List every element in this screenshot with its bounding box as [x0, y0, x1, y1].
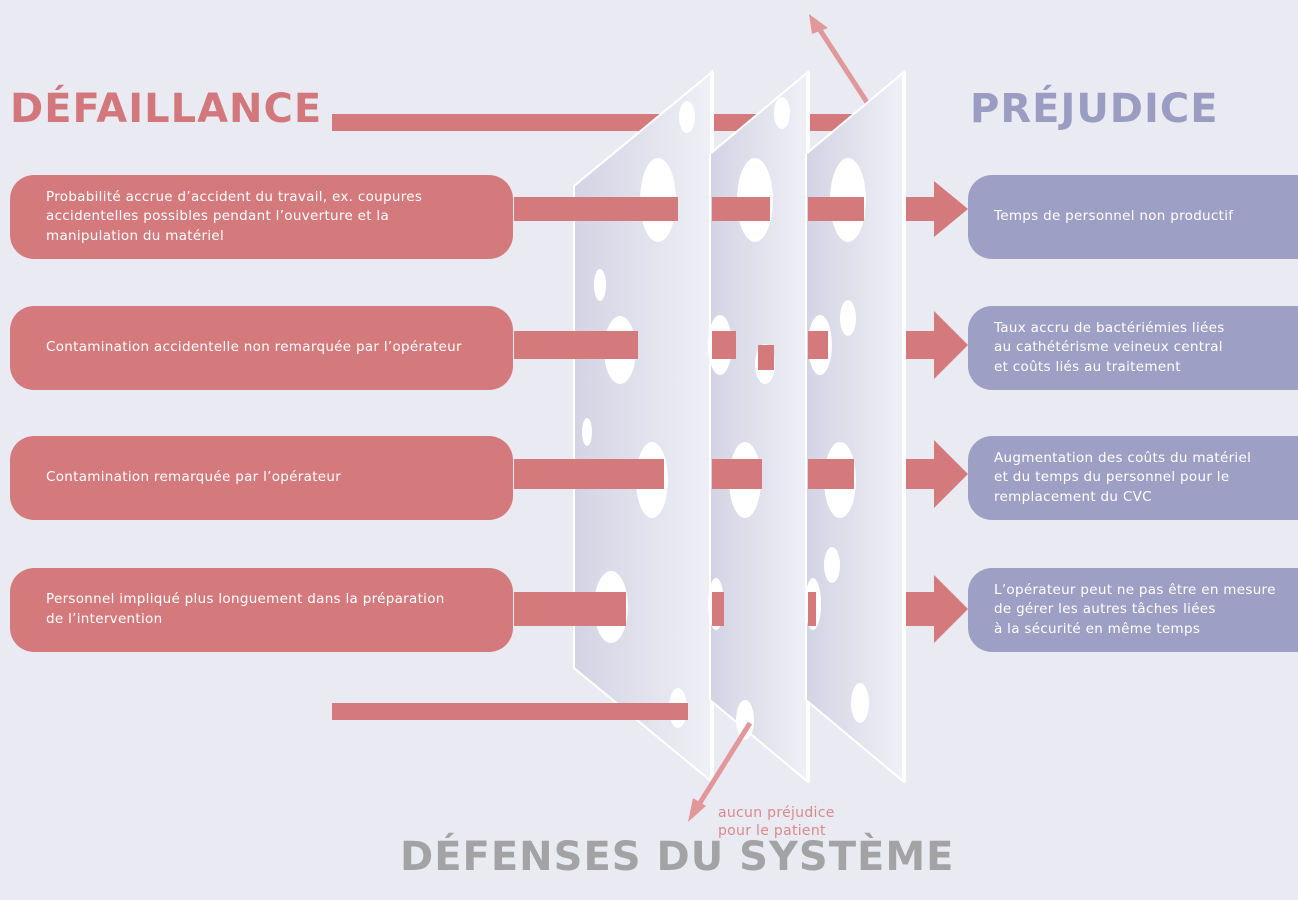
trajectory-3-segment-a — [514, 459, 664, 489]
harm-arrow-2 — [906, 311, 968, 379]
slice-hole — [851, 683, 869, 723]
defense-slice-3 — [805, 69, 906, 785]
trajectory-3-segment-c — [808, 459, 854, 489]
slice-hole — [824, 547, 840, 583]
deflected-arrow-top — [809, 14, 875, 112]
slice-hole — [582, 418, 592, 446]
trajectory-2-segment-b — [712, 331, 736, 359]
harm-box-1: Temps de personnel non productif — [968, 175, 1298, 259]
slice-hole — [679, 101, 695, 133]
harm-box-2: Taux accru de bactériémies liées au cath… — [968, 306, 1298, 390]
failure-heading: DÉFAILLANCE — [10, 86, 323, 132]
trajectory-2-segment-b2 — [758, 345, 774, 370]
trajectory-3-segment-b — [712, 459, 762, 489]
harm-arrow-4 — [906, 575, 968, 643]
defense-slice-1 — [573, 69, 714, 785]
trajectory-1-segment-c — [808, 197, 864, 221]
failure-box-4: Personnel impliqué plus longuement dans … — [10, 568, 513, 652]
slice-hole — [594, 269, 606, 301]
trajectory-1-segment-a — [514, 197, 678, 221]
trajectory-top — [332, 114, 872, 131]
harm-text: L’opérateur peut ne pas être en mesure d… — [994, 581, 1276, 637]
no-harm-note: aucun préjudice pour le patient — [718, 805, 835, 839]
failure-text: Contamination remarquée par l’opérateur — [46, 469, 342, 486]
failure-box-2: Contamination accidentelle non remarquée… — [10, 306, 513, 390]
defenses-heading: DÉFENSES DU SYSTÈME — [400, 834, 955, 880]
trajectory-4-segment-c — [808, 592, 816, 626]
failure-box-3: Contamination remarquée par l’opérateur — [10, 436, 513, 520]
harm-heading: PRÉJUDICE — [970, 86, 1219, 132]
trajectory-bottom — [332, 703, 688, 720]
slice-hole — [736, 700, 754, 740]
failure-text: Personnel impliqué plus longuement dans … — [46, 591, 445, 627]
trajectory-4-segment-b — [712, 592, 724, 626]
slice-hole — [774, 97, 790, 129]
harm-arrow-1 — [906, 181, 968, 237]
trajectory-2-segment-a — [514, 331, 638, 359]
harm-box-4: L’opérateur peut ne pas être en mesure d… — [968, 568, 1298, 652]
trajectory-1-segment-b — [712, 197, 770, 221]
failure-box-1: Probabilité accrue d’accident du travail… — [10, 175, 513, 259]
harm-text: Taux accru de bactériémies liées au cath… — [994, 319, 1225, 375]
deflected-arrow-bottom — [688, 721, 753, 822]
harm-text: Augmentation des coûts du matériel et du… — [994, 449, 1252, 505]
harm-box-3: Augmentation des coûts du matériel et du… — [968, 436, 1298, 520]
trajectory-4-segment-a — [514, 592, 626, 626]
trajectory-2-segment-c — [808, 331, 828, 359]
slice-hole — [840, 300, 856, 336]
failure-text: Contamination accidentelle non remarquée… — [46, 339, 462, 356]
harm-arrow-3 — [906, 440, 968, 508]
harm-text: Temps de personnel non productif — [994, 208, 1234, 225]
failure-text: Probabilité accrue d’accident du travail… — [46, 188, 423, 244]
defense-slice-2 — [708, 69, 810, 785]
